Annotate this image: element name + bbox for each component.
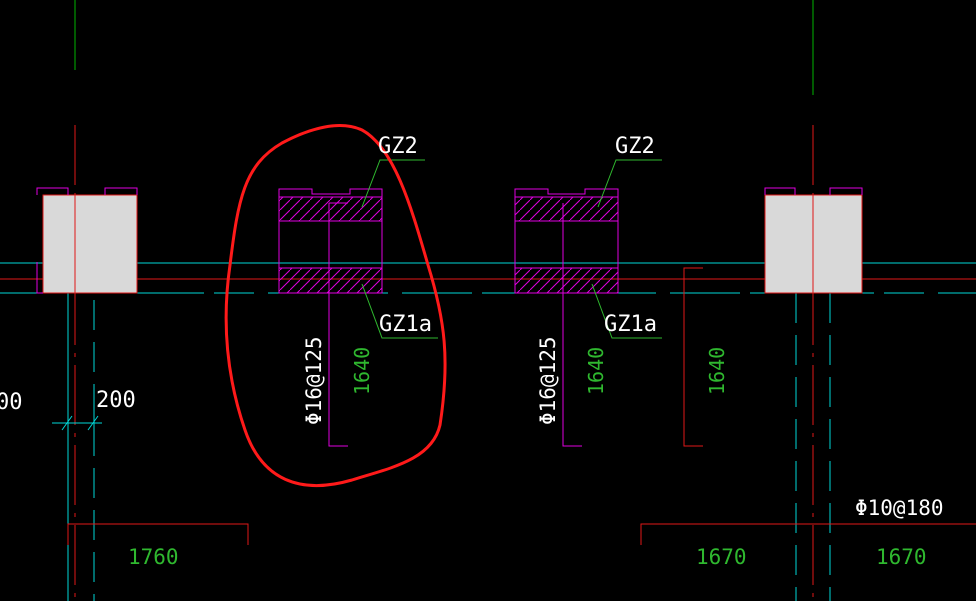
dim-bottom-right: 1670 <box>876 545 927 569</box>
wall-200-dim <box>52 410 102 431</box>
column-right[interactable] <box>764 187 863 294</box>
label-rebar-left: Φ16@125 <box>302 336 326 425</box>
dim-bottom-left: 1760 <box>128 545 179 569</box>
label-gz2-left: GZ2 <box>378 134 418 159</box>
label-gz1a-left: GZ1a <box>379 312 432 337</box>
dim-bottom-mid: 1670 <box>696 545 747 569</box>
dim-bracket-right <box>683 267 703 447</box>
label-gz2-right: GZ2 <box>615 134 655 159</box>
label-rebar-far-right: Φ10@180 <box>855 496 944 520</box>
dim-left-edge: 00 <box>0 390 23 415</box>
gz2-bar-left <box>278 196 383 222</box>
dim-span-mid: 1640 <box>584 347 608 395</box>
gz2-bar-right <box>514 196 619 222</box>
gz1a-bar-right <box>514 267 619 294</box>
gz1a-bar-left <box>278 267 383 294</box>
column-left[interactable] <box>36 187 138 294</box>
leader-gz2-right <box>597 159 662 208</box>
leader-gz1a-left <box>361 283 438 339</box>
dim-wall-200: 200 <box>96 388 136 413</box>
leader-gz2-left <box>361 159 425 208</box>
label-gz1a-right: GZ1a <box>604 312 657 337</box>
leader-gz1a-right <box>591 283 662 339</box>
dim-span-right: 1640 <box>705 347 729 395</box>
leader-lines <box>361 159 662 339</box>
gz-group-right[interactable] <box>514 188 619 447</box>
gz-group-left[interactable] <box>278 188 383 447</box>
dim-span-left: 1640 <box>350 347 374 395</box>
label-rebar-right: Φ16@125 <box>536 336 560 425</box>
bottom-dimension-lines <box>67 523 976 545</box>
markup-circle <box>224 124 447 488</box>
